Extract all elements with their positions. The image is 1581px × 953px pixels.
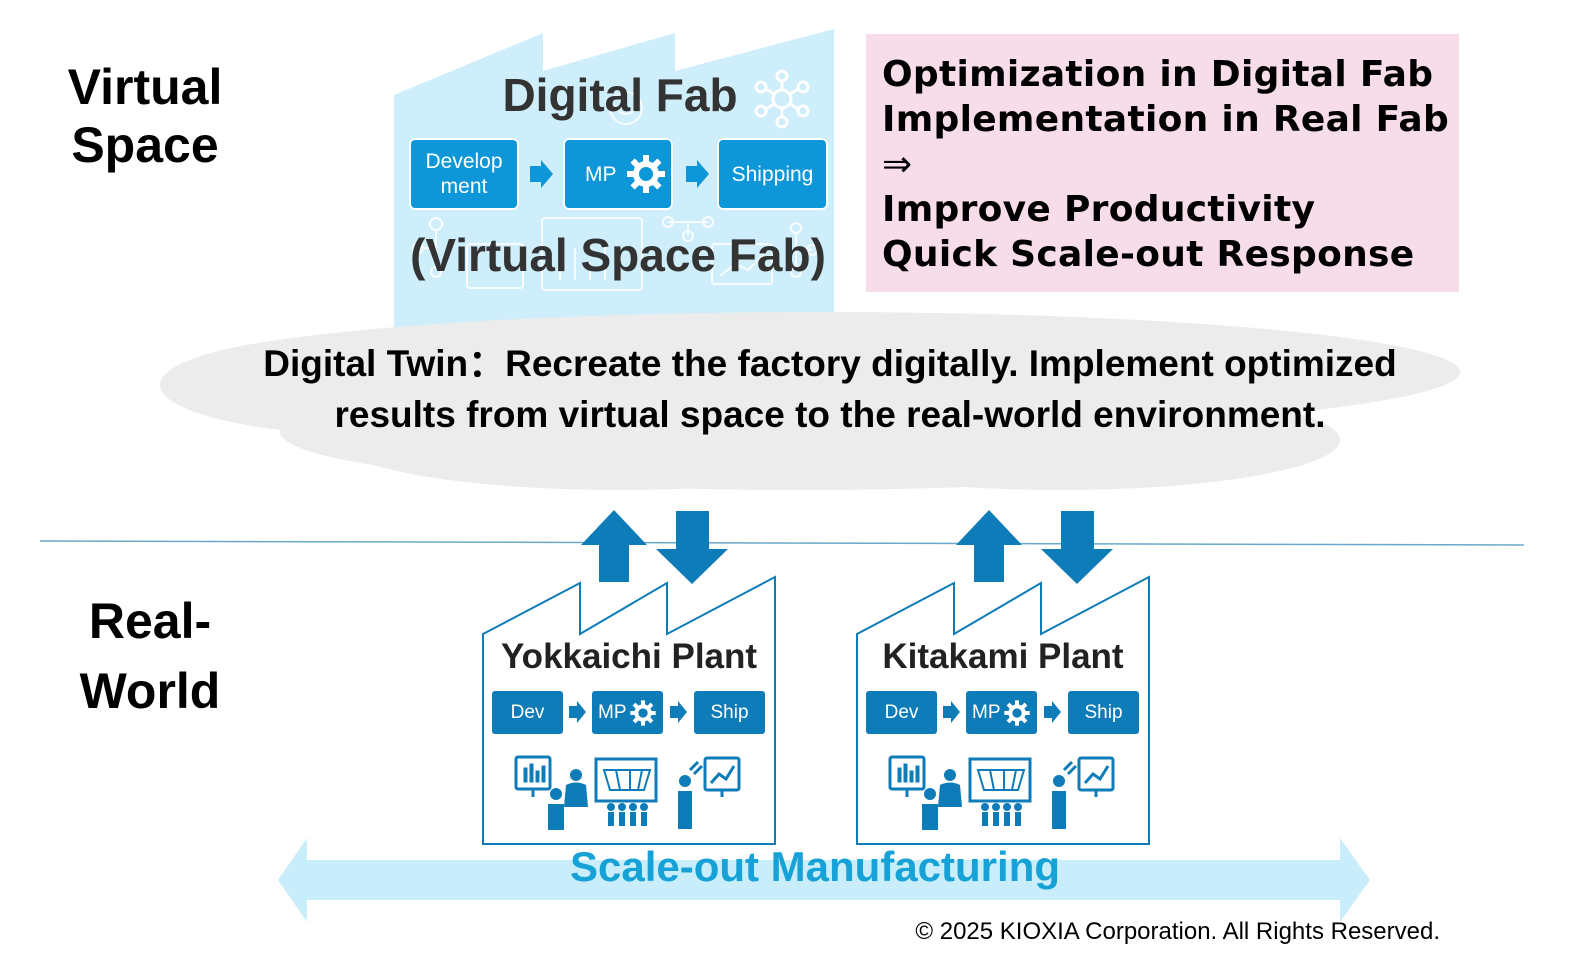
digital-twin-description: Digital Twin：Recreate the factory digita… <box>180 338 1480 440</box>
virtual-space-label: Virtual Space <box>55 58 235 174</box>
step-mp-label: MP <box>585 162 617 186</box>
virtual-space-line2: Space <box>71 117 219 173</box>
real-world-label: Real- World <box>60 586 240 726</box>
yokkaichi-step-ship: Ship <box>694 691 765 734</box>
sync-arrows-yokkaichi <box>581 510 728 584</box>
scale-out-label: Scale-out Manufacturing <box>569 843 1061 890</box>
digital-fab-subtitle: (Virtual Space Fab) <box>410 229 826 281</box>
yokkaichi-step-mp-label: MP <box>598 702 627 723</box>
benefit-line-4: Quick Scale-out Response <box>882 234 1415 275</box>
step-mp: MP <box>563 138 673 210</box>
benefit-arrow: ⇒ <box>882 144 913 185</box>
step-shipping: Shipping <box>717 138 828 210</box>
benefit-line-1: Optimization in Digital Fab <box>882 54 1434 95</box>
kitakami-step-mp: MP <box>966 691 1037 734</box>
kitakami-plant-title: Kitakami Plant <box>882 637 1124 676</box>
kitakami-step-dev: Dev <box>866 691 937 734</box>
digital-twin-line2: results from virtual space to the real-w… <box>334 394 1326 435</box>
plant-step-arrows <box>569 701 1061 723</box>
yokkaichi-step-mp: MP <box>592 691 663 734</box>
network-icon <box>754 69 810 129</box>
kitakami-step-mp-label: MP <box>972 702 1001 723</box>
virtual-step-arrows <box>530 160 709 188</box>
sync-arrows-kitakami <box>956 510 1113 584</box>
step-development: Develop ment <box>409 138 519 210</box>
worker-icon <box>514 755 741 830</box>
benefit-line-2: Implementation in Real Fab <box>882 99 1450 140</box>
benefits-box: Optimization in Digital Fab Implementati… <box>866 34 1459 292</box>
gear-icon <box>626 155 665 193</box>
real-world-line1: Real- <box>88 593 212 649</box>
virtual-space-line1: Virtual <box>67 59 223 115</box>
worker-icon-kitakami <box>888 755 1115 830</box>
digital-twin-line1: Digital Twin：Recreate the factory digita… <box>263 343 1397 384</box>
real-world-line2: World <box>79 663 221 719</box>
scale-out-band <box>278 838 1370 922</box>
copyright-notice: © 2025 KIOXIA Corporation. All Rights Re… <box>915 918 1440 945</box>
digital-fab-title: Digital Fab <box>502 69 738 121</box>
space-divider-line <box>39 540 1525 546</box>
circuit-icon <box>412 91 818 291</box>
gear-icon <box>1003 699 1030 726</box>
benefit-line-3: Improve Productivity <box>882 189 1316 230</box>
digital-twin-cloud <box>160 312 1460 490</box>
kitakami-step-ship: Ship <box>1068 691 1139 734</box>
gear-icon <box>629 699 656 726</box>
yokkaichi-step-dev: Dev <box>492 691 563 734</box>
yokkaichi-plant-title: Yokkaichi Plant <box>500 637 758 676</box>
